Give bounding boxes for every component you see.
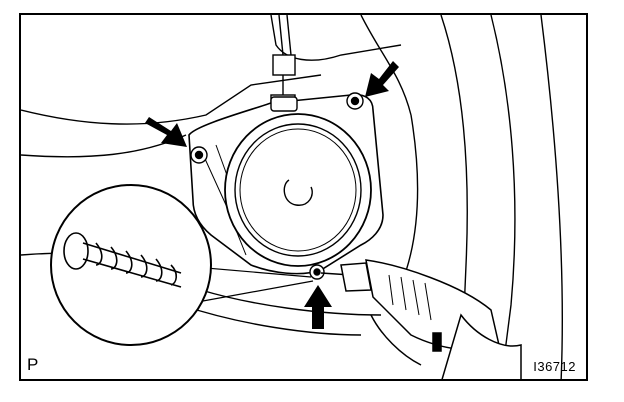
arrow-bottom-icon: [304, 285, 332, 329]
speaker-removal-illustration: [21, 15, 563, 379]
screw-top-right: [346, 92, 364, 110]
diagram-frame: P I36712: [19, 13, 588, 381]
screw-left: [190, 146, 208, 164]
screw-top-clip: [270, 96, 298, 112]
arrow-top-right-icon: [365, 61, 399, 97]
magnified-inset: [50, 184, 314, 346]
power-drill-icon: [320, 259, 522, 379]
drill-bit-icon: [63, 232, 182, 288]
figure-reference-code: I36712: [533, 359, 576, 374]
screw-bottom: [309, 264, 325, 280]
arrow-left-icon: [145, 117, 187, 147]
wire-connector: [270, 15, 296, 110]
indicator-arrows: [145, 61, 399, 329]
door-panel-outline: [21, 15, 563, 379]
speaker-screws: [190, 92, 364, 280]
speaker-unit: [224, 113, 372, 267]
corner-label: P: [27, 355, 39, 374]
